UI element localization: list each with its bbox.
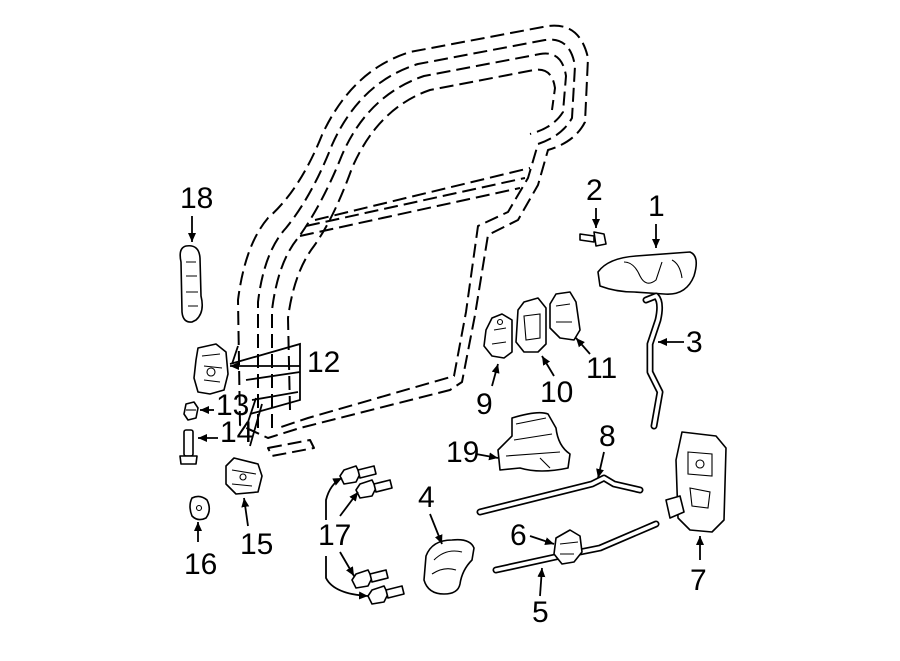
leader-17-upper-b — [339, 491, 359, 517]
leader-15 — [241, 497, 250, 527]
leader-10 — [541, 355, 555, 377]
part-16 — [189, 495, 211, 521]
part-9 — [483, 313, 513, 359]
part-10 — [515, 297, 547, 353]
bolt-17a — [339, 465, 377, 485]
leader-19 — [475, 452, 499, 461]
callout-18: 18 — [180, 182, 213, 215]
part-13 — [183, 401, 199, 421]
rear-door-outline — [237, 24, 589, 457]
callout-12: 12 — [307, 346, 340, 379]
callout-3: 3 — [686, 326, 703, 359]
callout-5: 5 — [532, 596, 549, 629]
callout-13: 13 — [216, 389, 249, 422]
part-11 — [549, 291, 581, 341]
callout-15: 15 — [240, 528, 273, 561]
leader-8 — [596, 451, 605, 479]
bolt-17d — [367, 585, 405, 605]
leader-5 — [537, 567, 546, 597]
callout-4: 4 — [418, 481, 435, 514]
part-1 — [597, 251, 698, 295]
leader-4 — [429, 513, 443, 545]
leader-9 — [491, 363, 500, 387]
callout-7: 7 — [690, 564, 707, 597]
leader-11 — [575, 337, 591, 355]
leader-frame-13 — [247, 391, 299, 423]
part-14 — [179, 429, 198, 465]
callout-8: 8 — [599, 420, 616, 453]
callout-2: 2 — [586, 174, 603, 207]
leader-frame-12 — [229, 342, 301, 415]
leader-17-lower — [339, 551, 355, 577]
part-2 — [579, 231, 607, 247]
leader-17-upper — [325, 477, 343, 520]
callout-19: 19 — [446, 436, 479, 469]
part-17 — [339, 465, 405, 605]
leader-frame-14 — [249, 403, 263, 447]
part-3 — [642, 292, 664, 430]
part-18 — [179, 244, 203, 323]
part-6 — [553, 529, 583, 565]
leader-6 — [529, 535, 555, 545]
callout-9: 9 — [476, 388, 493, 421]
callout-16: 16 — [184, 548, 217, 581]
callout-17: 17 — [318, 519, 351, 552]
callout-6: 6 — [510, 519, 527, 552]
bolt-17c — [351, 569, 389, 589]
part-4 — [423, 538, 475, 595]
bolt-17b — [355, 479, 393, 499]
callout-11: 11 — [586, 352, 617, 385]
part-12 — [193, 343, 229, 395]
part-15 — [225, 457, 263, 495]
callout-10: 10 — [540, 376, 573, 409]
part-8 — [476, 474, 644, 516]
part-7 — [665, 431, 727, 533]
part-19 — [497, 411, 571, 472]
leader-17-lower-b — [325, 556, 369, 600]
callout-14: 14 — [220, 416, 253, 449]
callout-1: 1 — [648, 190, 665, 223]
